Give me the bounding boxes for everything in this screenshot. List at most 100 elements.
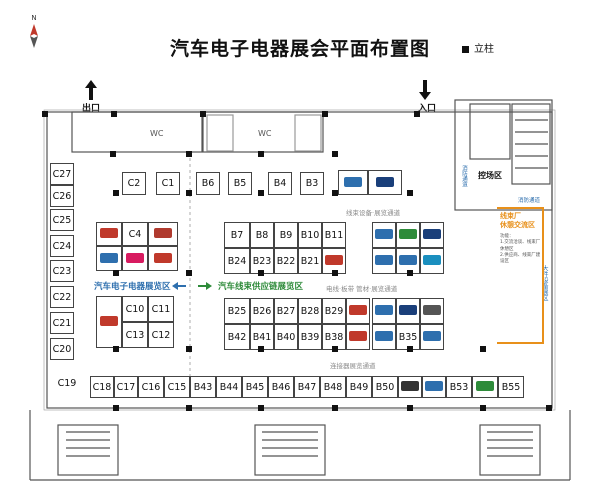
booth-logo-22[interactable] — [420, 324, 444, 350]
booth-b40[interactable]: B40 — [274, 324, 298, 350]
booth-b49[interactable]: B49 — [346, 376, 372, 398]
booth-b46[interactable]: B46 — [268, 376, 294, 398]
corridor-3: 连接器展览通道 — [330, 362, 376, 370]
booth-b22[interactable]: B22 — [274, 248, 298, 274]
booth-c1[interactable]: C1 — [156, 172, 180, 195]
booth-logo-15[interactable] — [420, 248, 444, 274]
corridor-2: 电线·板带 管材·展览通道 — [326, 285, 398, 293]
booth-b6[interactable]: B6 — [196, 172, 220, 195]
booth-b25[interactable]: B25 — [224, 298, 250, 324]
booth-b42[interactable]: B42 — [224, 324, 250, 350]
booth-logo-6[interactable] — [122, 246, 148, 271]
booth-logo-8[interactable] — [96, 296, 122, 348]
booth-c4[interactable]: C4 — [122, 222, 148, 246]
booth-b24[interactable]: B24 — [224, 248, 250, 274]
booth-logo-11[interactable] — [396, 222, 420, 248]
pillar — [332, 151, 338, 157]
booth-logo-1[interactable] — [338, 170, 368, 195]
pillar — [332, 190, 338, 196]
booth-c11[interactable]: C11 — [148, 296, 174, 322]
booth-c15[interactable]: C15 — [164, 376, 190, 398]
booth-b23[interactable]: B23 — [250, 248, 274, 274]
booth-b28[interactable]: B28 — [298, 298, 322, 324]
booth-c27[interactable]: C27 — [50, 163, 74, 185]
pillar — [113, 405, 119, 411]
company-logo-icon — [423, 229, 441, 239]
company-logo-icon — [423, 255, 441, 265]
booth-logo-4[interactable] — [148, 222, 178, 246]
booth-b55[interactable]: B55 — [498, 376, 524, 398]
down-arrow-icon — [419, 80, 431, 100]
booth-b47[interactable]: B47 — [294, 376, 320, 398]
booth-logo-3[interactable] — [96, 222, 122, 246]
booth-b50[interactable]: B50 — [372, 376, 398, 398]
company-logo-icon — [375, 331, 393, 341]
north-indicator: N — [24, 14, 44, 54]
booth-logo-25[interactable] — [472, 376, 498, 398]
booth-c12[interactable]: C12 — [148, 322, 174, 348]
booth-c24[interactable]: C24 — [50, 235, 74, 257]
booth-logo-21[interactable] — [372, 324, 396, 350]
booth-c19[interactable]: C19 — [54, 372, 80, 394]
control-room-label: 控场区 — [478, 171, 502, 180]
pillar — [332, 270, 338, 276]
pillar — [186, 405, 192, 411]
booth-logo-12[interactable] — [420, 222, 444, 248]
booth-logo-14[interactable] — [396, 248, 420, 274]
lounge-title: 线束厂 休憩交流区 — [500, 212, 535, 230]
booth-c16[interactable]: C16 — [138, 376, 164, 398]
booth-b4[interactable]: B4 — [268, 172, 292, 195]
booth-logo-20[interactable] — [420, 298, 444, 324]
booth-b45[interactable]: B45 — [242, 376, 268, 398]
pillar — [186, 270, 192, 276]
booth-logo-13[interactable] — [372, 248, 396, 274]
booth-logo-18[interactable] — [372, 298, 396, 324]
booth-c21[interactable]: C21 — [50, 312, 74, 334]
booth-logo-23[interactable] — [398, 376, 422, 398]
company-logo-icon — [100, 252, 118, 263]
booth-c2[interactable]: C2 — [122, 172, 146, 195]
booth-b7[interactable]: B7 — [224, 222, 250, 248]
booth-c22[interactable]: C22 — [50, 286, 74, 308]
company-logo-icon — [399, 255, 417, 265]
booth-c13[interactable]: C13 — [122, 322, 148, 348]
pillar-legend-icon — [462, 45, 469, 53]
booth-logo-24[interactable] — [422, 376, 446, 398]
lounge-border — [497, 207, 544, 344]
booth-c18[interactable]: C18 — [90, 376, 114, 398]
booth-b39[interactable]: B39 — [298, 324, 322, 350]
pillar — [407, 270, 413, 276]
booth-c10[interactable]: C10 — [122, 296, 148, 322]
booth-b44[interactable]: B44 — [216, 376, 242, 398]
wc-right-label: WC — [258, 129, 272, 138]
booth-logo-5[interactable] — [96, 246, 122, 271]
booth-logo-17[interactable] — [346, 324, 370, 350]
booth-b29[interactable]: B29 — [322, 298, 346, 324]
pillar — [258, 346, 264, 352]
electronics-zone-label: 汽车电子电器展览区 — [94, 282, 171, 292]
booth-b48[interactable]: B48 — [320, 376, 346, 398]
booth-c17[interactable]: C17 — [114, 376, 138, 398]
booth-b5[interactable]: B5 — [228, 172, 252, 195]
booth-b26[interactable]: B26 — [250, 298, 274, 324]
booth-b27[interactable]: B27 — [274, 298, 298, 324]
booth-c26[interactable]: C26 — [50, 185, 74, 207]
booth-b8[interactable]: B8 — [250, 222, 274, 248]
booth-logo-16[interactable] — [346, 298, 370, 324]
booth-c23[interactable]: C23 — [50, 260, 74, 282]
booth-c25[interactable]: C25 — [50, 209, 74, 231]
booth-b10[interactable]: B10 — [298, 222, 322, 248]
booth-b3[interactable]: B3 — [300, 172, 324, 195]
booth-b43[interactable]: B43 — [190, 376, 216, 398]
booth-b11[interactable]: B11 — [322, 222, 346, 248]
booth-logo-2[interactable] — [368, 170, 402, 195]
booth-c20[interactable]: C20 — [50, 338, 74, 360]
booth-b38[interactable]: B38 — [322, 324, 346, 350]
company-logo-icon — [100, 228, 118, 238]
booth-b53[interactable]: B53 — [446, 376, 472, 398]
booth-b9[interactable]: B9 — [274, 222, 298, 248]
booth-b21[interactable]: B21 — [298, 248, 322, 274]
booth-logo-19[interactable] — [396, 298, 420, 324]
booth-logo-10[interactable] — [372, 222, 396, 248]
booth-logo-7[interactable] — [148, 246, 178, 271]
